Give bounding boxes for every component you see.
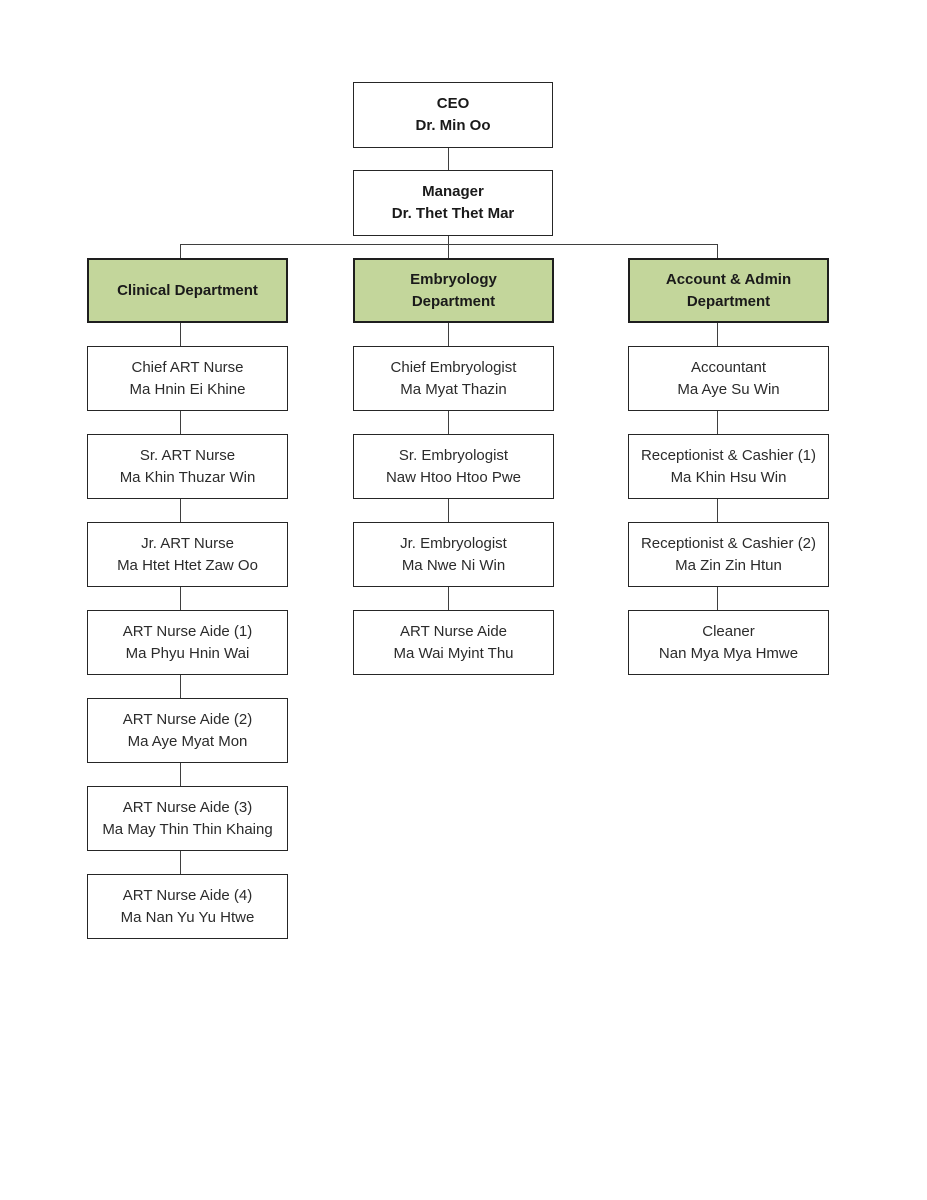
dept-header-clinical: Clinical Department — [87, 258, 288, 323]
connector-line — [448, 411, 449, 434]
staff-title: Accountant — [690, 358, 767, 376]
staff-name: Naw Htoo Htoo Pwe — [385, 468, 522, 486]
org-box-jr-art-nurse: Jr. ART Nurse Ma Htet Htet Zaw Oo — [87, 522, 288, 587]
connector-line — [717, 411, 718, 434]
staff-name: Ma Myat Thazin — [400, 380, 507, 398]
staff-name: Ma Htet Htet Zaw Oo — [117, 556, 258, 574]
org-box-jr-embryologist: Jr. Embryologist Ma Nwe Ni Win — [353, 522, 554, 587]
dept-embryology-label-line1: Embryology — [410, 270, 497, 288]
org-box-accountant: Accountant Ma Aye Su Win — [628, 346, 829, 411]
staff-title: ART Nurse Aide (2) — [122, 710, 253, 728]
org-box-receptionist-cashier-2: Receptionist & Cashier (2) Ma Zin Zin Ht… — [628, 522, 829, 587]
staff-title: ART Nurse Aide — [400, 622, 507, 640]
connector-line — [717, 587, 718, 610]
connector-line — [717, 323, 718, 346]
connector-line — [448, 323, 449, 346]
dept-embryology-label-line2: Department — [411, 292, 496, 310]
org-box-art-nurse-aide-1: ART Nurse Aide (1) Ma Phyu Hnin Wai — [87, 610, 288, 675]
staff-title: Jr. ART Nurse — [141, 534, 234, 552]
org-box-chief-embryologist: Chief Embryologist Ma Myat Thazin — [353, 346, 554, 411]
connector-departments-horizontal — [180, 244, 718, 245]
staff-name: Ma May Thin Thin Khaing — [102, 820, 273, 838]
connector-line — [180, 763, 181, 786]
connector-drop-account — [717, 244, 718, 258]
org-box-manager: Manager Dr. Thet Thet Mar — [353, 170, 553, 236]
connector-line — [180, 675, 181, 698]
staff-title: Chief ART Nurse — [131, 358, 244, 376]
org-box-ceo: CEO Dr. Min Oo — [353, 82, 553, 148]
staff-name: Ma Nwe Ni Win — [401, 556, 506, 574]
dept-account-label-line1: Account & Admin — [665, 270, 792, 288]
staff-title: Sr. Embryologist — [398, 446, 509, 464]
staff-name: Ma Khin Thuzar Win — [119, 468, 256, 486]
manager-name: Dr. Thet Thet Mar — [391, 205, 515, 222]
staff-title: ART Nurse Aide (4) — [122, 886, 253, 904]
connector-line — [717, 499, 718, 522]
staff-name: Nan Mya Mya Hmwe — [658, 644, 799, 662]
org-box-cleaner: Cleaner Nan Mya Mya Hmwe — [628, 610, 829, 675]
connector-manager-drop — [448, 236, 449, 258]
staff-name: Ma Khin Hsu Win — [670, 468, 787, 486]
staff-name: Ma Phyu Hnin Wai — [125, 644, 250, 662]
org-box-art-nurse-aide-4: ART Nurse Aide (4) Ma Nan Yu Yu Htwe — [87, 874, 288, 939]
connector-line — [180, 587, 181, 610]
staff-name: Ma Hnin Ei Khine — [129, 380, 246, 398]
staff-name: Ma Zin Zin Htun — [675, 556, 782, 574]
staff-name: Ma Aye Su Win — [677, 380, 780, 398]
staff-title: ART Nurse Aide (1) — [122, 622, 253, 640]
staff-title: ART Nurse Aide (3) — [122, 798, 253, 816]
connector-line — [448, 499, 449, 522]
staff-name: Ma Aye Myat Mon — [127, 732, 248, 750]
ceo-title: CEO — [436, 95, 470, 112]
org-box-art-nurse-aide-2: ART Nurse Aide (2) Ma Aye Myat Mon — [87, 698, 288, 763]
connector-line — [180, 499, 181, 522]
staff-title: Chief Embryologist — [390, 358, 517, 376]
connector-line — [448, 587, 449, 610]
connector-line — [180, 851, 181, 874]
dept-clinical-label: Clinical Department — [117, 281, 258, 299]
org-box-sr-embryologist: Sr. Embryologist Naw Htoo Htoo Pwe — [353, 434, 554, 499]
dept-header-embryology: Embryology Department — [353, 258, 554, 323]
staff-title: Receptionist & Cashier (1) — [640, 446, 817, 464]
staff-name: Ma Nan Yu Yu Htwe — [120, 908, 255, 926]
staff-title: Cleaner — [702, 622, 755, 640]
staff-title: Receptionist & Cashier (2) — [640, 534, 817, 552]
org-box-receptionist-cashier-1: Receptionist & Cashier (1) Ma Khin Hsu W… — [628, 434, 829, 499]
staff-title: Jr. Embryologist — [400, 534, 507, 552]
manager-title: Manager — [422, 183, 484, 200]
org-box-chief-art-nurse: Chief ART Nurse Ma Hnin Ei Khine — [87, 346, 288, 411]
staff-title: Sr. ART Nurse — [139, 446, 236, 464]
connector-drop-clinical — [180, 244, 181, 258]
org-box-embryology-art-nurse-aide: ART Nurse Aide Ma Wai Myint Thu — [353, 610, 554, 675]
ceo-name: Dr. Min Oo — [415, 117, 491, 134]
connector-line — [180, 411, 181, 434]
dept-account-label-line2: Department — [686, 292, 771, 310]
staff-name: Ma Wai Myint Thu — [393, 644, 514, 662]
org-box-art-nurse-aide-3: ART Nurse Aide (3) Ma May Thin Thin Khai… — [87, 786, 288, 851]
connector-ceo-manager — [448, 148, 449, 170]
org-box-sr-art-nurse: Sr. ART Nurse Ma Khin Thuzar Win — [87, 434, 288, 499]
dept-header-account-admin: Account & Admin Department — [628, 258, 829, 323]
connector-line — [180, 323, 181, 346]
